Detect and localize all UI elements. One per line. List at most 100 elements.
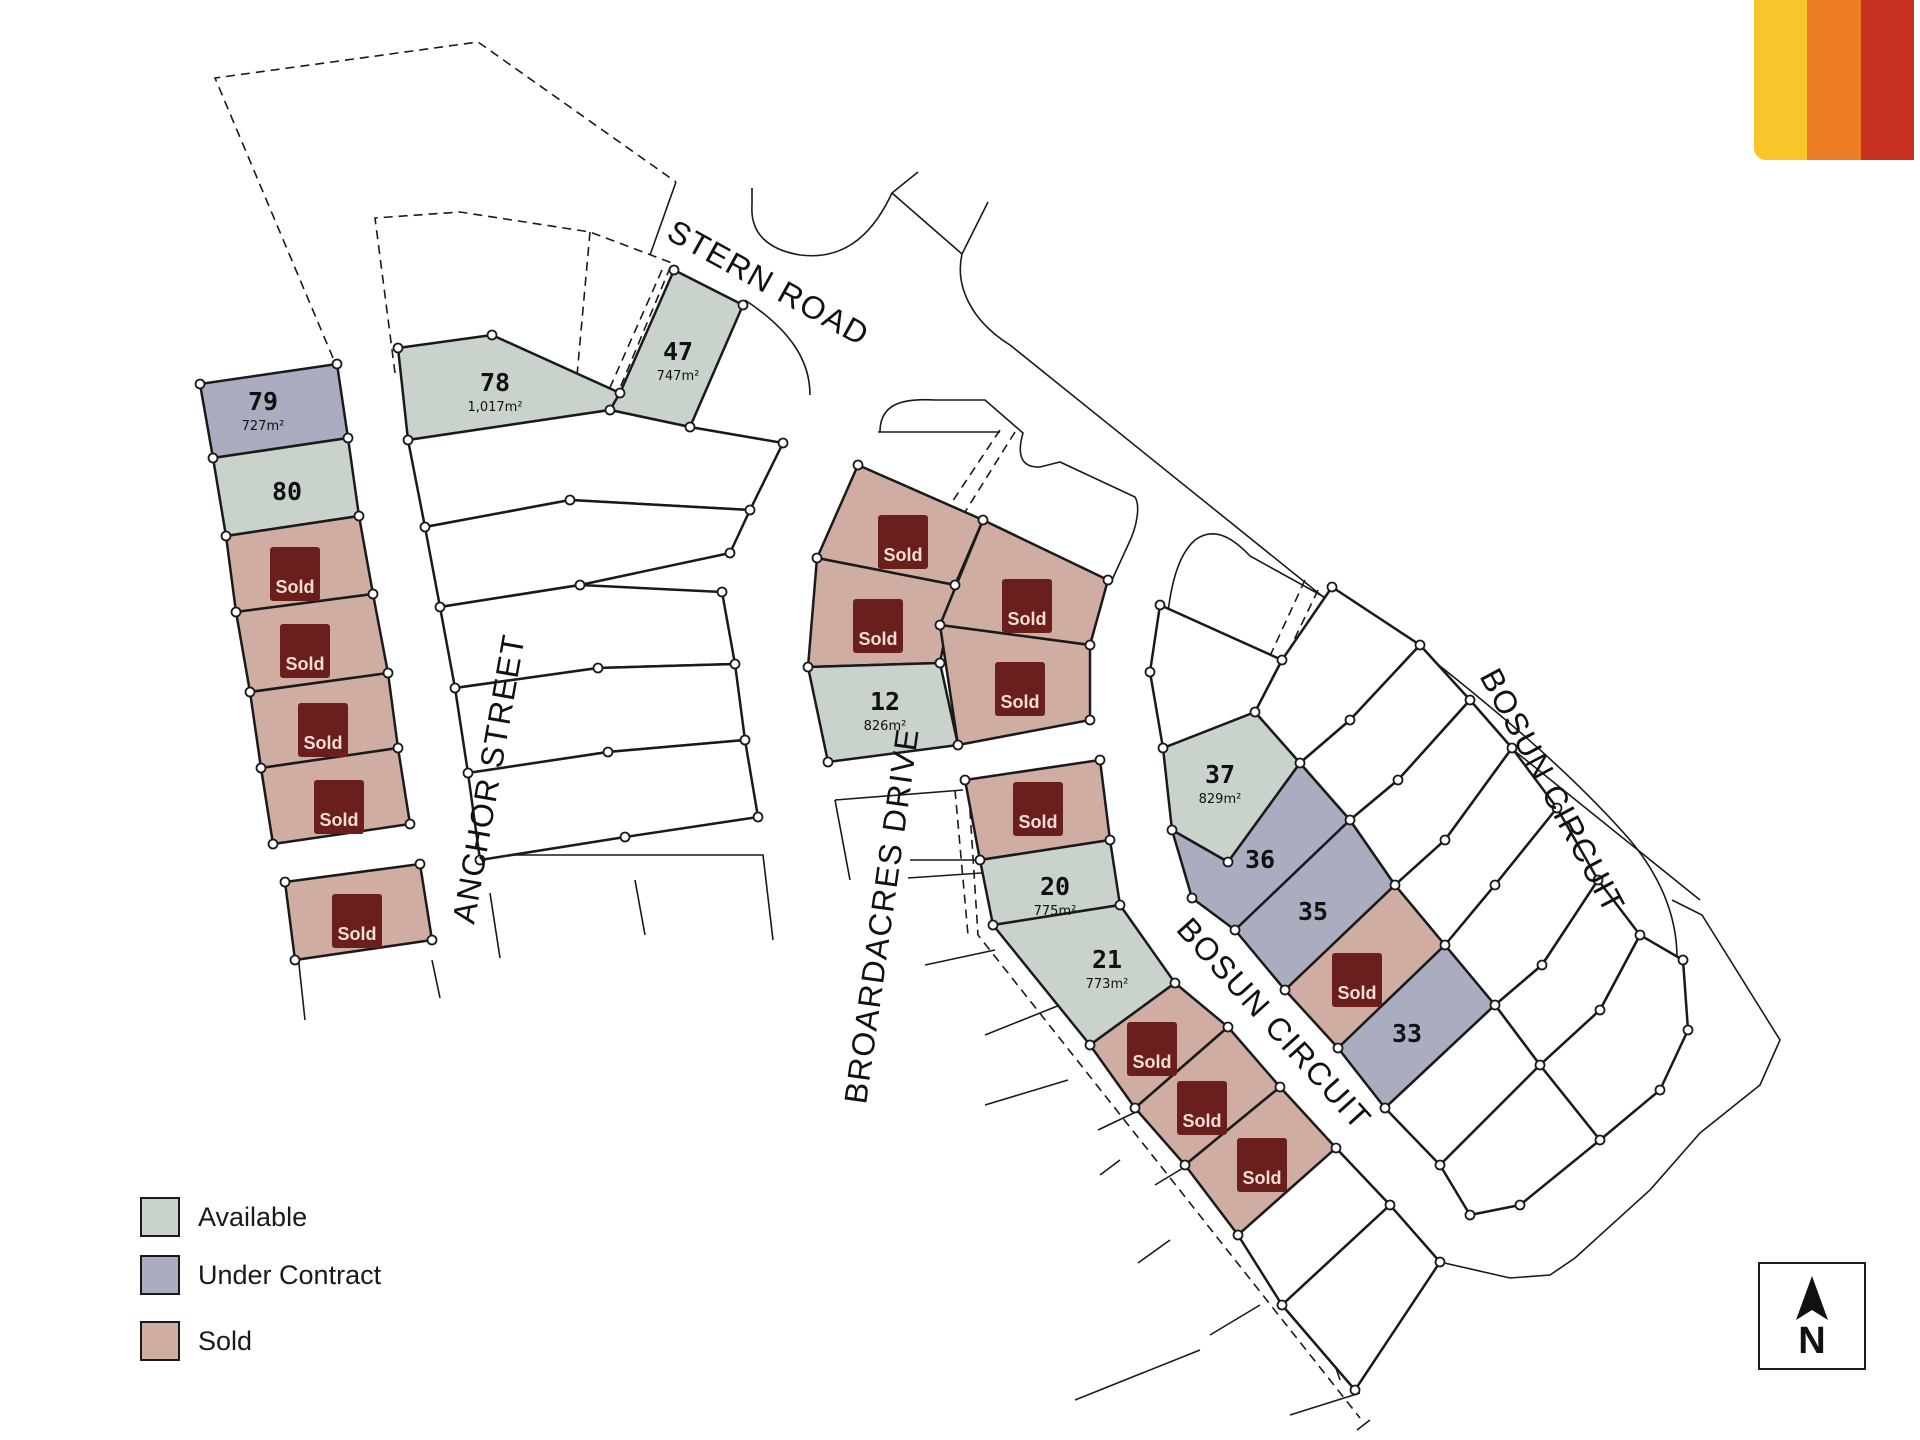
survey-node bbox=[1464, 694, 1476, 706]
survey-node bbox=[959, 774, 971, 786]
sold-badge: Sold bbox=[878, 515, 928, 569]
survey-node bbox=[716, 586, 728, 598]
survey-node bbox=[564, 494, 576, 506]
sold-badge-label: Sold bbox=[1243, 1168, 1282, 1188]
survey-node bbox=[1414, 639, 1426, 651]
survey-node bbox=[289, 954, 301, 966]
lot-number: 78 bbox=[480, 368, 510, 397]
outer-boundary bbox=[1389, 899, 1781, 1279]
sold-badge: Sold bbox=[314, 780, 364, 834]
sold-badge-box bbox=[332, 894, 382, 948]
survey-node bbox=[1326, 581, 1338, 593]
survey-node bbox=[1094, 754, 1106, 766]
lot-e16[interactable] bbox=[1438, 1063, 1602, 1217]
survey-node bbox=[1084, 639, 1096, 651]
survey-node bbox=[1249, 706, 1261, 718]
survey-node bbox=[1536, 959, 1548, 971]
survey-node bbox=[602, 746, 614, 758]
survey-node bbox=[267, 838, 279, 850]
lot-area: 727m² bbox=[242, 419, 285, 434]
sold-badge-box bbox=[995, 662, 1045, 716]
survey-node bbox=[1384, 1199, 1396, 1211]
survey-node bbox=[668, 264, 680, 276]
lot-e17[interactable] bbox=[1538, 933, 1690, 1142]
survey-node bbox=[1186, 892, 1198, 904]
survey-node bbox=[255, 762, 267, 774]
survey-node bbox=[1654, 1084, 1666, 1096]
survey-node bbox=[462, 767, 474, 779]
survey-node bbox=[1232, 1229, 1244, 1241]
survey-node bbox=[331, 358, 343, 370]
survey-node bbox=[1439, 834, 1451, 846]
survey-node bbox=[1084, 1039, 1096, 1051]
survey-node bbox=[811, 552, 823, 564]
lot-labels: 79 727m² 80 78 1,017m² 47 747m² 12 826m²… bbox=[242, 337, 1422, 1048]
survey-node bbox=[977, 514, 989, 526]
survey-node bbox=[684, 421, 696, 433]
survey-node bbox=[1222, 856, 1234, 868]
survey-node bbox=[1506, 742, 1518, 754]
legend-label: Under Contract bbox=[198, 1259, 382, 1290]
brand-logo bbox=[1754, 0, 1914, 160]
survey-node bbox=[1439, 939, 1451, 951]
brand-stripe-yellow bbox=[1754, 0, 1808, 160]
survey-node bbox=[1392, 774, 1404, 786]
survey-node bbox=[1104, 834, 1116, 846]
survey-node bbox=[739, 734, 751, 746]
sold-badge-box bbox=[298, 703, 348, 757]
survey-node bbox=[1330, 1142, 1342, 1154]
survey-node bbox=[1144, 666, 1156, 678]
survey-node bbox=[1389, 879, 1401, 891]
survey-node bbox=[949, 579, 961, 591]
survey-node bbox=[729, 658, 741, 670]
sold-badge-label: Sold bbox=[884, 545, 923, 565]
sold-badge: Sold bbox=[270, 547, 320, 601]
lot-e8[interactable] bbox=[1148, 603, 1284, 750]
survey-node bbox=[724, 547, 736, 559]
survey-node bbox=[1222, 1021, 1234, 1033]
sold-badge-label: Sold bbox=[1008, 609, 1047, 629]
sold-badge-label: Sold bbox=[286, 654, 325, 674]
survey-node bbox=[194, 378, 206, 390]
sold-badges: SoldSoldSoldSoldSoldSoldSoldSoldSoldSold… bbox=[270, 515, 1382, 1192]
survey-node bbox=[1129, 1102, 1141, 1114]
survey-node bbox=[230, 606, 242, 618]
sold-badge-box bbox=[280, 624, 330, 678]
lot-number: 36 bbox=[1245, 845, 1275, 874]
survey-node bbox=[474, 854, 486, 866]
legend-swatch-sold bbox=[140, 1321, 180, 1361]
north-arrow-icon bbox=[1796, 1276, 1828, 1320]
survey-node bbox=[1279, 984, 1291, 996]
survey-node bbox=[1489, 879, 1501, 891]
survey-node bbox=[777, 437, 789, 449]
survey-node bbox=[1677, 954, 1689, 966]
survey-node bbox=[1379, 1102, 1391, 1114]
survey-node bbox=[207, 452, 219, 464]
survey-node bbox=[592, 662, 604, 674]
sold-badge-box bbox=[878, 515, 928, 569]
lot-area: 1,017m² bbox=[467, 400, 522, 415]
survey-node bbox=[449, 682, 461, 694]
survey-node bbox=[752, 811, 764, 823]
sold-badge: Sold bbox=[280, 624, 330, 678]
survey-node bbox=[1514, 1199, 1526, 1211]
survey-node bbox=[1102, 574, 1114, 586]
survey-node bbox=[1434, 1256, 1446, 1268]
sold-badge-box bbox=[1237, 1138, 1287, 1192]
survey-nodes bbox=[194, 264, 1694, 1396]
sold-badge: Sold bbox=[1332, 953, 1382, 1007]
brand-stripe-red bbox=[1860, 0, 1914, 160]
survey-node bbox=[1229, 924, 1241, 936]
survey-node bbox=[1179, 1159, 1191, 1171]
survey-node bbox=[1332, 1042, 1344, 1054]
survey-node bbox=[802, 661, 814, 673]
survey-node bbox=[614, 387, 626, 399]
survey-node bbox=[934, 657, 946, 669]
legend-item-under-contract: Under Contract bbox=[140, 1251, 381, 1299]
survey-node bbox=[402, 434, 414, 446]
survey-node bbox=[419, 521, 431, 533]
survey-node bbox=[1534, 1059, 1546, 1071]
survey-node bbox=[852, 459, 864, 471]
survey-node bbox=[353, 510, 365, 522]
lots-layer bbox=[198, 268, 1690, 1392]
